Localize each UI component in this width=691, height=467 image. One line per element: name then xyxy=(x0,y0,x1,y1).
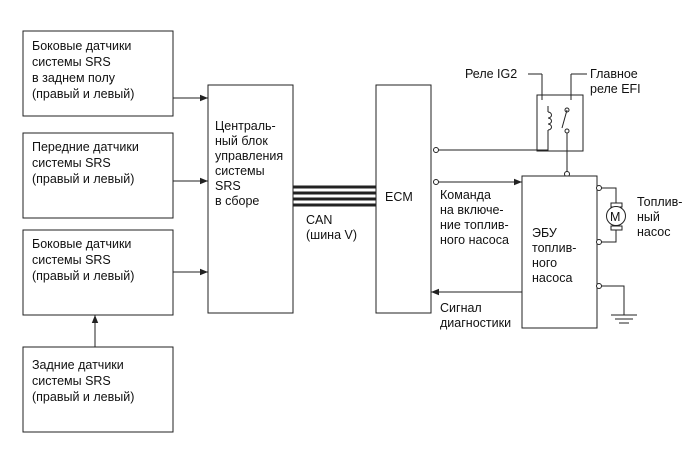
ecm-box: ECM xyxy=(375,84,432,314)
text-line: ный xyxy=(637,210,660,224)
text-line: системы SRS xyxy=(32,156,111,170)
text-line: (правый и левый) xyxy=(32,87,134,101)
text-line: Реле IG2 xyxy=(465,67,517,81)
rear-sensors-label: Задние датчики системы SRS (правый и левый… xyxy=(32,358,134,404)
text-line: насоса xyxy=(532,271,572,285)
text-line: Главное xyxy=(590,67,638,81)
text-line: (правый и левый) xyxy=(32,390,134,404)
text-line: насос xyxy=(637,225,670,239)
text-line: ного насоса xyxy=(440,233,509,247)
side-sensors-box: Боковые датчики системы SRS (правый и левы… xyxy=(22,229,174,316)
text-line: топлив- xyxy=(532,241,576,255)
relay-assembly xyxy=(536,94,584,152)
text-line: ного xyxy=(532,256,557,270)
text-line: реле EFI xyxy=(590,82,641,96)
text-line: ECM xyxy=(385,190,413,204)
can-bus-label: CAN(шина V) xyxy=(306,213,357,242)
side-sensors-label: Боковые датчики системы SRS (правый и левы… xyxy=(32,237,134,283)
text-line: системы SRS xyxy=(32,374,111,388)
text-line: Централь- xyxy=(215,119,276,133)
text-line: Задние датчики xyxy=(32,358,124,372)
text-line: в сборе xyxy=(215,194,259,208)
text-line: SRS xyxy=(215,179,241,193)
text-line: Команда xyxy=(440,188,491,202)
text-line: (шина V) xyxy=(306,228,357,242)
front-sensors-box: Передние датчики системы SRS (правый и лев… xyxy=(22,132,174,219)
side-sensors-floor-label: Боковые датчики системы SRS в заднем полу (… xyxy=(32,39,134,101)
ecm-relay-node xyxy=(433,147,439,153)
fuel-pump-motor-icon: M xyxy=(606,202,626,231)
text-line: ЭБУ xyxy=(532,226,557,240)
can-bus-lines xyxy=(293,185,376,207)
ground-icon xyxy=(611,314,637,324)
text-line: диагностики xyxy=(440,316,511,330)
side-sensors-floor-box: Боковые датчики системы SRS в заднем полу (… xyxy=(22,30,174,117)
text-line: системы SRS xyxy=(32,253,111,267)
text-line: ние топлив- xyxy=(440,218,509,232)
text-line: Боковые датчики xyxy=(32,237,131,251)
text-line: Боковые датчики xyxy=(32,39,131,53)
text-line: на включе- xyxy=(440,203,504,217)
text-line: системы SRS xyxy=(32,55,111,69)
rear-sensors-box: Задние датчики системы SRS (правый и левый… xyxy=(22,346,174,433)
front-sensors-label: Передние датчики системы SRS (правый и лев… xyxy=(32,140,139,186)
motor-symbol-label: M xyxy=(610,210,620,224)
text-line: (правый и левый) xyxy=(32,172,134,186)
text-line: CAN xyxy=(306,213,332,227)
text-line: в заднем полу xyxy=(32,71,116,85)
text-line: ный блок xyxy=(215,134,268,148)
text-line: M xyxy=(610,210,620,224)
ecm-label: ECM xyxy=(385,190,413,204)
text-line: Передние датчики xyxy=(32,140,139,154)
relay-switch-icon xyxy=(561,109,568,129)
text-line: (правый и левый) xyxy=(32,269,134,283)
text-line: Сигнал xyxy=(440,301,482,315)
text-line: управления xyxy=(215,149,283,163)
text-line: Топлив- xyxy=(637,195,682,209)
relay-coil-icon xyxy=(547,111,552,131)
relay-ig2-label: Реле IG2 xyxy=(465,67,517,81)
text-line: системы xyxy=(215,164,265,178)
